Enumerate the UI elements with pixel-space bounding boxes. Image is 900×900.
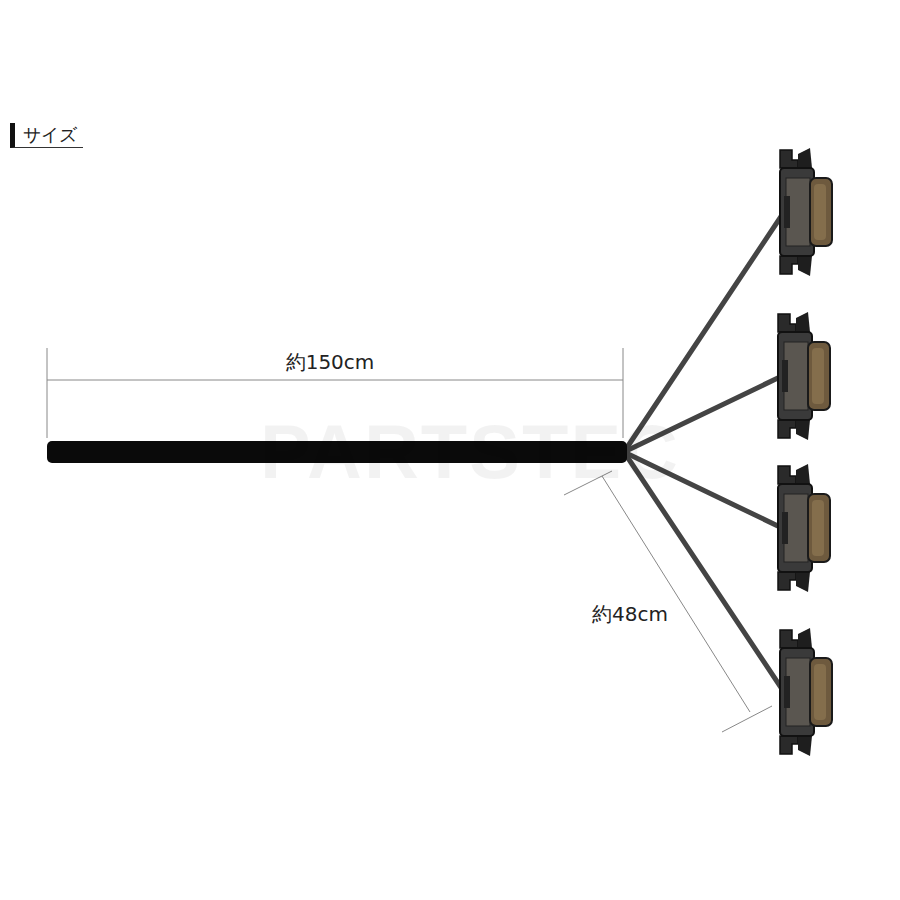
section-heading: サイズ xyxy=(10,123,83,148)
dimension-label: 約48cm xyxy=(589,602,671,626)
dimension-48 xyxy=(564,471,772,732)
watermark: PARTSTEC xyxy=(260,412,680,492)
dimension-label: 約150cm xyxy=(283,350,378,374)
